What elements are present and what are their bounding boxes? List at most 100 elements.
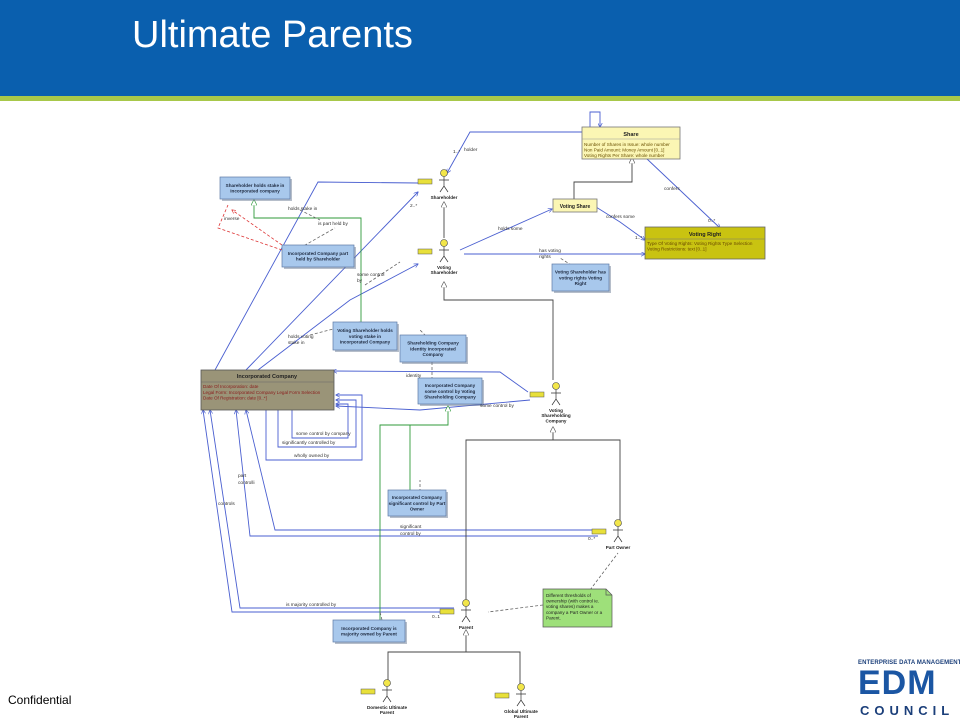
association-label: holds some <box>498 226 523 232</box>
actor-label: Parent <box>380 710 395 715</box>
association-label: some control by company <box>296 431 351 437</box>
edm-council-logo: ENTERPRISE DATA MANAGEMENT EDM COUNCIL <box>858 660 960 718</box>
association-label: 0..* <box>708 218 715 224</box>
actor-part-owner[interactable]: Part Owner <box>591 519 631 551</box>
association-label: 1..* <box>635 235 642 241</box>
association-label: control by <box>400 531 421 537</box>
class-share-attributes: Number of Shares in Issue: whole numberN… <box>584 142 670 158</box>
note-line: Right <box>575 281 587 286</box>
note-line: some control by Voting <box>425 389 476 394</box>
realization-lines <box>254 200 448 620</box>
actor-label: Shareholding <box>541 413 571 418</box>
association-label: controlli <box>238 480 255 486</box>
class-voting-share-name: Voting Share <box>560 204 591 210</box>
actor-label: Part Owner <box>606 545 631 550</box>
association-label: rights <box>539 254 551 260</box>
class-voting-right-name: Voting Right <box>689 232 721 238</box>
logo-top-text: ENTERPRISE DATA MANAGEMENT <box>858 660 960 666</box>
note-line: Company <box>423 352 444 357</box>
actors-layer: ShareholderVotingShareholderVotingShareh… <box>360 169 631 720</box>
generalization-lines <box>387 158 632 684</box>
logo-main-text: EDM <box>858 664 937 702</box>
association-label: significant <box>400 524 422 530</box>
note-line: Incorporated Company is <box>341 626 397 631</box>
actor-label: Parent <box>459 625 474 630</box>
class-incorporated-company[interactable]: Incorporated Company Date Of Incorporati… <box>200 369 335 411</box>
actor-label: Parent <box>514 714 529 719</box>
class-attribute: Date Of Registration: date [0..*] <box>203 396 267 401</box>
actor-label: Global Ultimate <box>504 709 538 714</box>
class-attribute: Date Of Incorporation: date <box>203 384 259 389</box>
association-label: 0..* <box>588 536 595 542</box>
class-share[interactable]: Share Number of Shares in Issue: whole n… <box>581 126 681 160</box>
confidential-label: Confidential <box>8 693 72 707</box>
class-voting-share[interactable]: Voting Share <box>552 198 598 213</box>
association-label: significantly controlled by <box>282 440 336 446</box>
association-label: has voting <box>539 248 561 254</box>
note-line: significant control by Part <box>389 501 446 506</box>
association-label: is part held by <box>318 221 348 227</box>
note-line: Voting Shareholder has <box>555 270 607 275</box>
note-line: majority owned by Parent <box>341 632 397 637</box>
class-voting-right-attributes: Type Of Voting Rights: Voting Rights Typ… <box>647 241 753 252</box>
actor-label: Domestic Ultimate <box>367 705 408 710</box>
actor-label: Shareholder <box>431 270 458 275</box>
association-label: part <box>238 473 247 479</box>
slide-title: Ultimate Parents <box>132 14 413 56</box>
association-label: holds voting <box>288 334 314 340</box>
comment-line: voting shares) makes a <box>546 604 594 609</box>
actor-shareholder[interactable]: Shareholder <box>417 169 458 201</box>
association-label: by <box>357 278 363 284</box>
association-label: holder <box>464 147 478 153</box>
note-line: Incorporated Company <box>392 495 443 500</box>
actor-label: Voting <box>549 408 563 413</box>
note-line: Voting Shareholder holds <box>337 328 393 333</box>
title-bar: Ultimate Parents <box>0 0 960 96</box>
association-lines <box>203 111 720 613</box>
note-line: held by Shareholder <box>296 257 340 262</box>
note-line: voting stake in <box>349 334 381 339</box>
note-line: Shareholding Company <box>407 341 459 346</box>
actor-label: Voting <box>437 265 451 270</box>
association-label: stake in <box>288 340 305 346</box>
association-label: inverse <box>224 216 240 222</box>
association-label: wholly owned by <box>294 453 330 459</box>
actor-parent[interactable]: Parent <box>439 599 474 631</box>
class-attribute: Legal Form: Incorporated Company Legal F… <box>203 390 321 395</box>
inverse-lines <box>217 204 283 251</box>
association-label: holds stake in <box>288 206 318 212</box>
class-share-name: Share <box>623 132 638 138</box>
association-label: confers <box>664 186 680 192</box>
title-underline <box>0 96 960 101</box>
comment-line: Different thresholds of <box>546 593 592 598</box>
association-label: some control by <box>480 403 514 409</box>
note-line: Shareholding Company <box>424 394 476 399</box>
note-line: Owner <box>410 506 425 511</box>
class-attribute: Voting Rights Per Share: whole number <box>584 153 665 158</box>
class-attribute: Type Of Voting Rights: Voting Rights Typ… <box>647 241 753 246</box>
class-attribute: Number of Shares in Issue: whole number <box>584 142 670 147</box>
note-line: Incorporated Company part <box>288 251 349 256</box>
note-line: Incorporated Company <box>340 339 391 344</box>
logo-bottom-text: COUNCIL <box>860 703 955 718</box>
association-label: identity <box>406 373 422 379</box>
note-line: Incorporated Company <box>425 383 476 388</box>
association-label: confers some <box>606 214 635 220</box>
class-voting-right[interactable]: Voting Right Type Of Voting Rights: Voti… <box>644 226 766 260</box>
